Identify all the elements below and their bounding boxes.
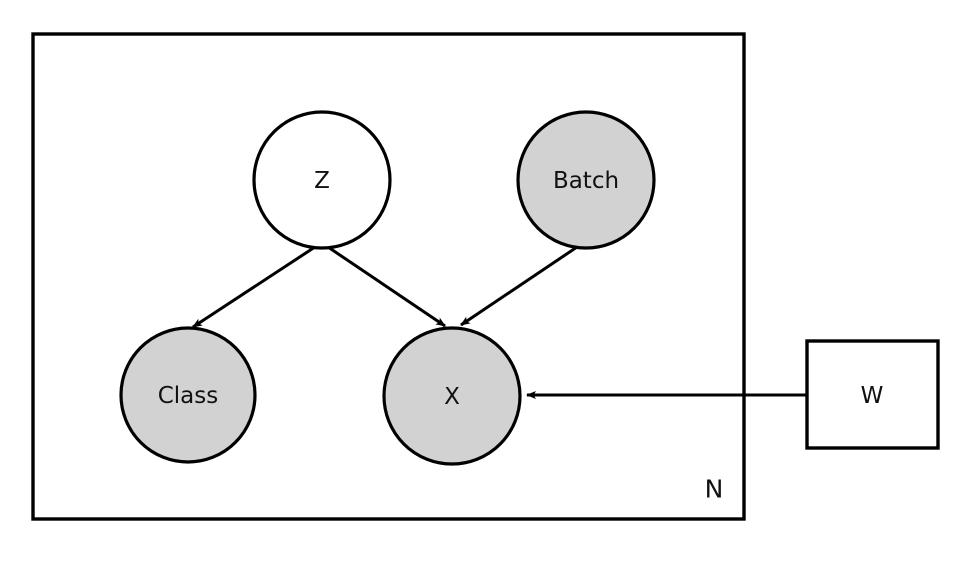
node-z-circle[interactable] (252, 110, 392, 250)
plate-count-label: N (705, 475, 724, 504)
node-w[interactable]: W (805, 339, 940, 450)
node-class[interactable]: Class (119, 326, 257, 464)
node-batch[interactable]: Batch (516, 110, 656, 250)
edge-group (192, 241, 807, 399)
node-class-circle[interactable] (119, 326, 257, 464)
plate-box-n (31, 32, 746, 521)
edge-batch-to-x (460, 241, 584, 327)
node-z[interactable]: Z (252, 110, 392, 250)
node-w-box[interactable] (805, 339, 940, 450)
node-x-circle[interactable] (382, 326, 522, 466)
node-x[interactable]: X (382, 326, 522, 466)
edge-z-to-x (324, 243, 446, 328)
node-batch-circle[interactable] (516, 110, 656, 250)
edge-z-to-class (192, 243, 319, 329)
